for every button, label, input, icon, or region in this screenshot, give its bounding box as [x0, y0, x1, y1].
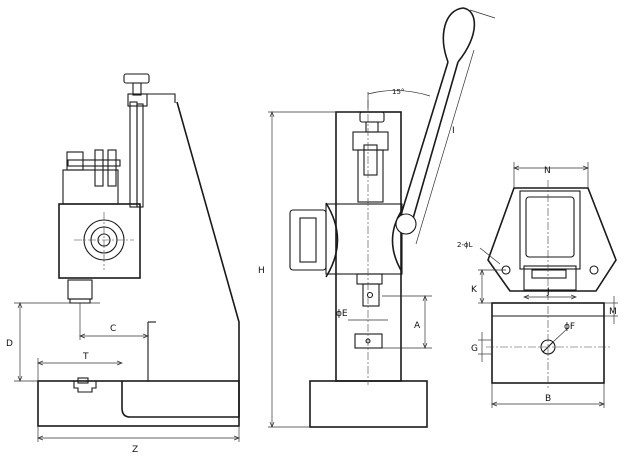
label-J: J: [546, 287, 550, 297]
label-T: T: [82, 352, 89, 362]
label-H: H: [258, 266, 265, 276]
label-I: I: [452, 126, 455, 136]
front-view: H ϕE A 15° I: [258, 7, 496, 428]
label-F: ϕF: [564, 322, 575, 332]
label-Z: Z: [132, 445, 138, 455]
side-view: D C T Z: [6, 73, 240, 455]
label-E: ϕE: [336, 309, 348, 319]
label-C: C: [110, 324, 116, 334]
label-N: N: [544, 166, 551, 176]
label-G: G: [471, 344, 478, 354]
label-D: D: [6, 339, 13, 349]
top-view: N 2-ϕL K J M ϕF G B: [457, 162, 618, 408]
label-A: A: [414, 321, 421, 331]
label-M: M: [609, 307, 617, 317]
label-K: K: [471, 285, 478, 295]
label-angle: 15°: [392, 88, 404, 96]
label-L: 2-ϕL: [457, 241, 473, 249]
label-B: B: [545, 394, 551, 404]
